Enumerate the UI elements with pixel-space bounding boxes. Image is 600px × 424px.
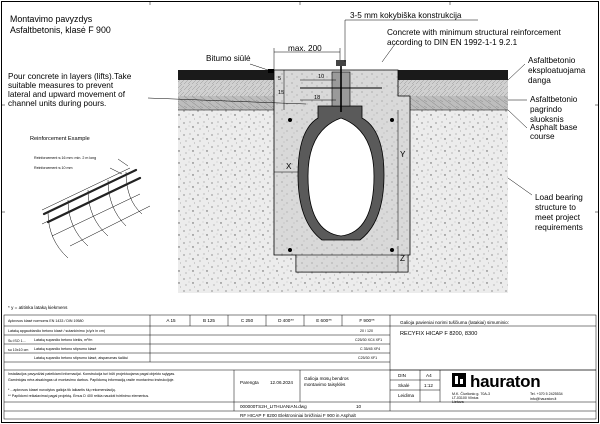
callout-load-3: meet project — [535, 213, 581, 222]
file-name: RF HICAP F 8200 Elektroniniai brėžiniai … — [240, 413, 356, 418]
reinforcement-sketch — [41, 167, 151, 259]
class-a15: A 15 — [166, 318, 176, 323]
callout-asphalt-base-1: Asfaltbetonio — [530, 95, 578, 104]
callout-asphalt-surface-2: eksploatuojama — [528, 66, 586, 75]
class-f900: F 900** — [359, 318, 375, 323]
address-3: Lietuva — [452, 400, 464, 404]
reinforcement-bar10: Reinforcement ᴓ 10 mm — [34, 166, 73, 170]
dim-5: 5 — [278, 76, 282, 82]
email: info@hauraton.lt — [530, 397, 557, 401]
callout-pour-2: suitable measures to prevent — [8, 81, 114, 90]
reinforcement-bar16: Reinforcement ᴓ 16 mm: min. 2 m long — [34, 156, 97, 160]
doc-number: 000000TS2H_LITHUANIAN.dwg — [240, 404, 307, 409]
dim-y: Y — [400, 150, 406, 159]
row4-label: Lataką supančio betono stiprumo klasė, a… — [34, 356, 129, 360]
din-value: A4 — [426, 373, 432, 378]
disclaimer-3: * ...apkrovos klasei nurodytos galioja t… — [8, 388, 116, 392]
scale-value: 1:12 — [424, 383, 433, 388]
callout-concrete-line2: according to DIN EN 1992-1-1 9.2.1 — [387, 38, 518, 47]
subnote-2: su 10x10 cm — [8, 348, 29, 352]
callout-concrete-line1: Concrete with minimum structural reinfor… — [387, 28, 561, 37]
class-e600: E 600** — [316, 318, 332, 323]
dim-z: Z — [400, 254, 406, 263]
callout-load-2: structure to — [535, 203, 576, 212]
row3-value: C 35/45 XF4 — [360, 347, 381, 351]
right-note-2: montavimo taisyklės — [304, 382, 346, 387]
product-name: RECYFIX HICAP F 8200, 8300 — [400, 331, 478, 337]
edition-label: Leidima — [398, 393, 415, 398]
dim-18: 18 — [314, 95, 321, 101]
callout-asphalt-course-1: Asphalt base — [530, 123, 578, 132]
callout-pour-3: lateral and upward movement of — [8, 90, 125, 99]
table-header: Apkrovos klasė normoms EN 1433 / DIN 195… — [8, 319, 84, 323]
dim-15: 15 — [278, 90, 285, 96]
class-b125: B 125 — [202, 318, 215, 323]
disclaimer-2: Gamintojas nėra atsakingas už montavimo … — [8, 378, 175, 382]
address-2: LT-03100 Vilnius — [452, 396, 479, 400]
right-note-1: Galioja mūsų bendros — [304, 376, 349, 381]
callout-structure: 3-5 mm kokybiška konstrukcija — [350, 11, 462, 20]
row2-label: Lataką supančio betono kiekis, m³/m — [34, 338, 93, 342]
dim-10: 10 — [318, 74, 325, 80]
scale-label: Skalė — [398, 383, 410, 388]
row4-value: C25/30 XF1 — [358, 356, 378, 360]
callout-pour-4: channel units during pours. — [8, 99, 107, 108]
callout-asphalt-surface-3: danga — [528, 76, 551, 85]
reinforcement-title: Reinforcement Example — [30, 136, 90, 142]
callout-load-4: requirements — [535, 223, 583, 232]
address-1: M.K. Čiurlionio g. 70A-3 — [452, 392, 490, 396]
page-number: 10 — [356, 404, 362, 409]
callout-bitumen: Bitumo siūlė — [206, 54, 251, 63]
row1-value: 20 / 120 — [360, 329, 373, 333]
title-line1: Montavimo pavyzdys — [10, 14, 93, 24]
dim-x: X — [286, 162, 292, 171]
title-line2: Asfaltbetonis, klasė F 900 — [10, 25, 111, 35]
row1-label: Lataką apgaubiančio betono klasė / sutan… — [8, 329, 106, 333]
callout-asphalt-base-3: sluoksnis — [530, 115, 564, 124]
disclaimer-1: Instaliacijos pavyzdžiai pateikiami info… — [8, 372, 176, 376]
hauraton-logo-mark — [452, 373, 466, 387]
product-head: Galioja pavieniai norimi tuščiuma (latak… — [400, 320, 510, 325]
subnote-1: Su ISO 1... — [8, 339, 26, 343]
reinforcement-rebars — [42, 168, 142, 224]
prepared-date: 12.06.2024 — [270, 380, 293, 385]
callout-load-1: Load bearing — [535, 193, 583, 202]
callout-pour-1: Pour concrete in layers (lifts).Take — [8, 72, 132, 81]
phone: Tel. +370 5 2425534 — [530, 392, 563, 396]
brand-name: hauraton — [470, 372, 541, 391]
din-label: DIN — [398, 373, 406, 378]
class-c250: C 250 — [240, 318, 254, 323]
callout-asphalt-base-2: pagrindo — [530, 105, 562, 114]
class-d400: D 400** — [278, 318, 294, 323]
row2-value: C25/30 XC4 XF1 — [355, 338, 383, 342]
footnote: * y = atitinka lataką kiekmens — [8, 305, 68, 310]
prepared-label: Parengta — [240, 380, 259, 385]
callout-asphalt-course-2: course — [530, 132, 555, 141]
title-block — [3, 314, 597, 420]
callout-asphalt-surface-1: Asfaltbetonio — [528, 56, 576, 65]
row3-label: Lataką supančio betono stiprumo klasė — [34, 347, 97, 351]
disclaimer-4: ** Papildomi reikalavimai pagal projektą… — [8, 394, 150, 398]
dim-max-200: max. 200 — [288, 44, 322, 53]
channel-inner — [307, 117, 375, 237]
